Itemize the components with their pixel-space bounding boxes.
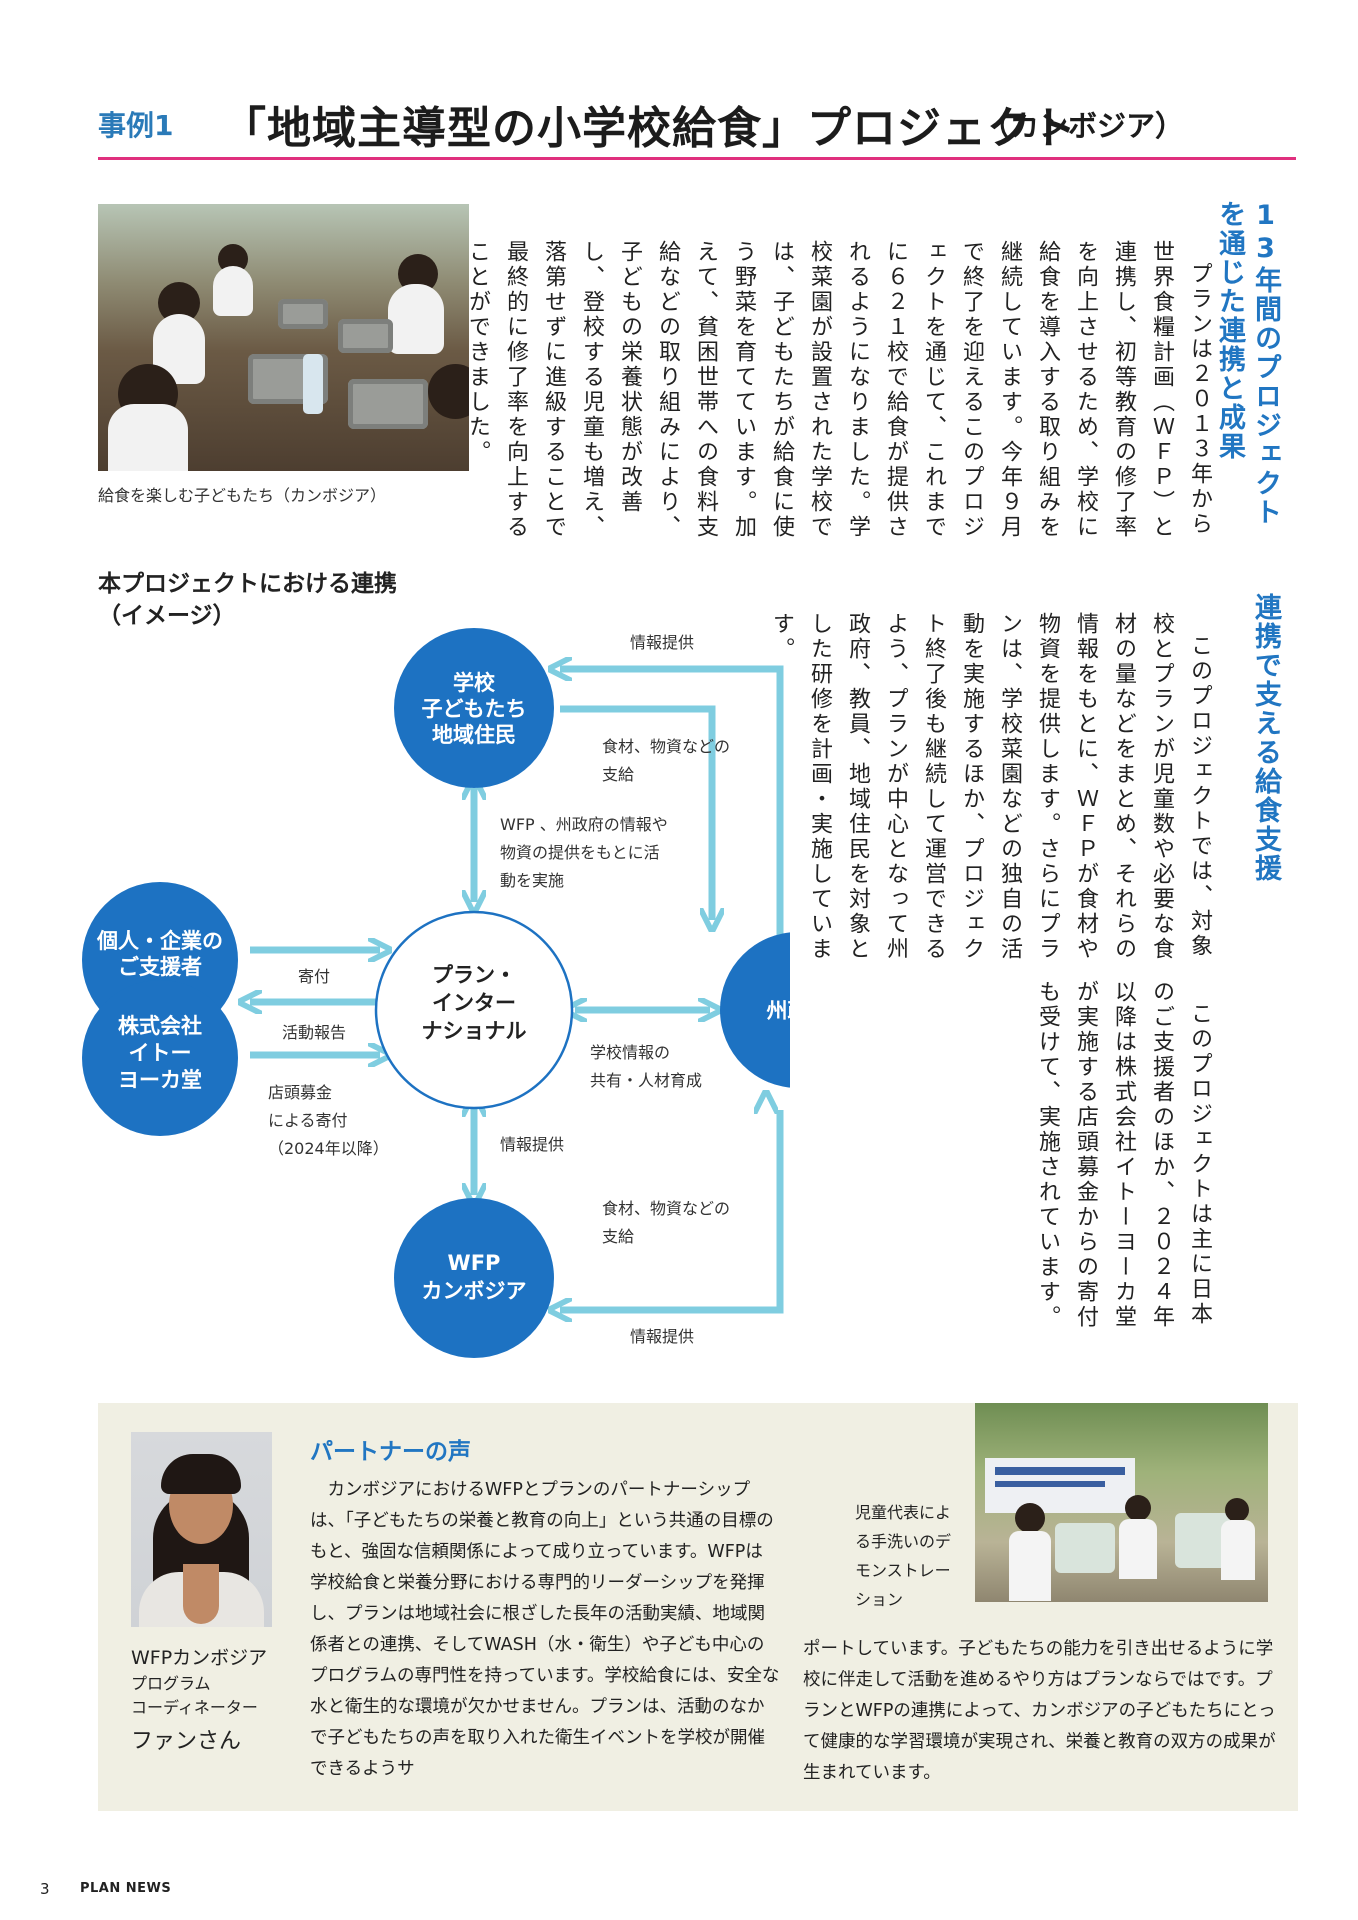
case-label: 事例1 bbox=[98, 109, 174, 142]
school-lunch-photo bbox=[98, 204, 469, 471]
section2-body1: このプロジェクトでは、対象校とプランが児童数や必要な食材の量などをまとめ、それら… bbox=[769, 612, 1212, 962]
partner-portrait bbox=[131, 1432, 272, 1627]
node-supporters-line2: ご支援者 bbox=[118, 955, 202, 979]
node-plan-line2: インター bbox=[432, 991, 516, 1015]
node-wfp-line2: カンボジア bbox=[422, 1279, 527, 1303]
label-supply-bottom-2: 支給 bbox=[602, 1227, 634, 1246]
arrow-info-top bbox=[560, 669, 784, 970]
partner-heading: パートナーの声 bbox=[310, 1439, 471, 1465]
partner-role-line2: コーディネーター bbox=[131, 1698, 258, 1717]
label-report: 活動報告 bbox=[282, 1023, 346, 1042]
header-rule bbox=[98, 157, 1296, 160]
partner-name: ファンさん bbox=[131, 1729, 242, 1754]
partner-org: WFPカンボジア bbox=[131, 1647, 268, 1669]
label-plan-school-1: WFP 、州政府の情報や bbox=[500, 815, 668, 834]
node-ito bbox=[82, 980, 238, 1136]
arrow-wfp-to-govt bbox=[560, 1102, 765, 1268]
section1-heading: 13年間のプロジェクトを通じた連携と成果 bbox=[1214, 200, 1281, 527]
photo-caption: 給食を楽しむ子どもたち（カンボジア） bbox=[98, 486, 387, 505]
page-subtitle: （カンボジア） bbox=[981, 109, 1185, 143]
label-info-top: 情報提供 bbox=[630, 633, 694, 652]
node-govt-label: 州政府 bbox=[767, 999, 791, 1023]
label-supply-top-2: 支給 bbox=[602, 765, 634, 784]
node-school-line3: 地域住民 bbox=[432, 723, 516, 747]
node-school-line1: 学校 bbox=[453, 671, 496, 695]
diagram-title-line1: 本プロジェクトにおける連携 bbox=[98, 571, 397, 597]
label-info-mid: 情報提供 bbox=[500, 1135, 564, 1154]
node-wfp-line1: WFP bbox=[448, 1251, 501, 1275]
page-number: 3 bbox=[40, 1880, 50, 1898]
label-info-bottom: 情報提供 bbox=[630, 1327, 694, 1346]
partner-role-line1: プログラム bbox=[131, 1674, 211, 1693]
arrow-wfp-info bbox=[560, 1102, 766, 1268]
label-share-1: 学校情報の bbox=[590, 1043, 670, 1062]
section2-body2: このプロジェクトは主に日本のご支援者のほか、２０２４年以降は株式会社イトーヨーカ… bbox=[1035, 980, 1212, 1330]
label-donation: 寄付 bbox=[298, 967, 330, 986]
partner-text-part2: ポートしています。子どもたちの能力を引き出せるように学校に伴走して活動を進めるや… bbox=[803, 1639, 1276, 1783]
diagram-title-line2: （イメージ） bbox=[98, 603, 236, 629]
node-supporters-line1: 個人・企業の bbox=[96, 929, 223, 953]
node-ito-line2: イトー bbox=[129, 1041, 192, 1065]
photo2-caption: 児童代表による手洗いのデモンストレーション bbox=[855, 1503, 952, 1609]
node-govt bbox=[720, 932, 790, 1088]
node-plan-line3: ナショナル bbox=[422, 1019, 527, 1043]
section2-heading: 連携で支える給食支援 bbox=[1250, 593, 1281, 883]
label-plan-school-3: 動を実施 bbox=[500, 871, 564, 890]
label-share-2: 共有・人材育成 bbox=[590, 1071, 702, 1090]
collaboration-diagram: 学校 子どもたち 地域住民 プラン・ インター ナショナル 州政府 WFP カン… bbox=[82, 628, 791, 1358]
node-plan bbox=[374, 910, 574, 1110]
arrow-supply-bottom bbox=[560, 1110, 784, 1310]
label-store-2: による寄付 bbox=[268, 1111, 348, 1130]
node-school bbox=[394, 628, 554, 788]
node-wfp bbox=[394, 1198, 554, 1358]
page-title: 「地域主導型の小学校給食」プロジェクト bbox=[222, 103, 1077, 154]
label-store-1: 店頭募金 bbox=[268, 1083, 332, 1102]
node-school-line2: 子どもたち bbox=[422, 697, 527, 721]
label-store-3: （2024年以降） bbox=[268, 1139, 389, 1158]
node-plan-line1: プラン・ bbox=[432, 963, 516, 987]
label-supply-top-1: 食材、物資などの bbox=[602, 737, 730, 756]
node-ito-line3: ヨーカ堂 bbox=[118, 1068, 202, 1092]
partner-text-part1: カンボジアにおけるWFPとプランのパートナーシップは、「子どもたちの栄養と教育の… bbox=[310, 1480, 780, 1779]
publication-name: PLAN NEWS bbox=[80, 1881, 172, 1896]
section1-body: プランは２０１３年から世界食糧計画（ＷＦＰ）と連携し、初等教育の修了率を向上させ… bbox=[465, 240, 1212, 540]
label-plan-school-2: 物資の提供をもとに活 bbox=[500, 843, 660, 862]
handwashing-photo bbox=[975, 1403, 1268, 1602]
arrow-supply-top bbox=[560, 705, 712, 920]
label-supply-bottom-1: 食材、物資などの bbox=[602, 1199, 730, 1218]
node-ito-line1: 株式会社 bbox=[118, 1014, 202, 1038]
diagram-title: 本プロジェクトにおける連携 （イメージ） bbox=[98, 568, 397, 632]
